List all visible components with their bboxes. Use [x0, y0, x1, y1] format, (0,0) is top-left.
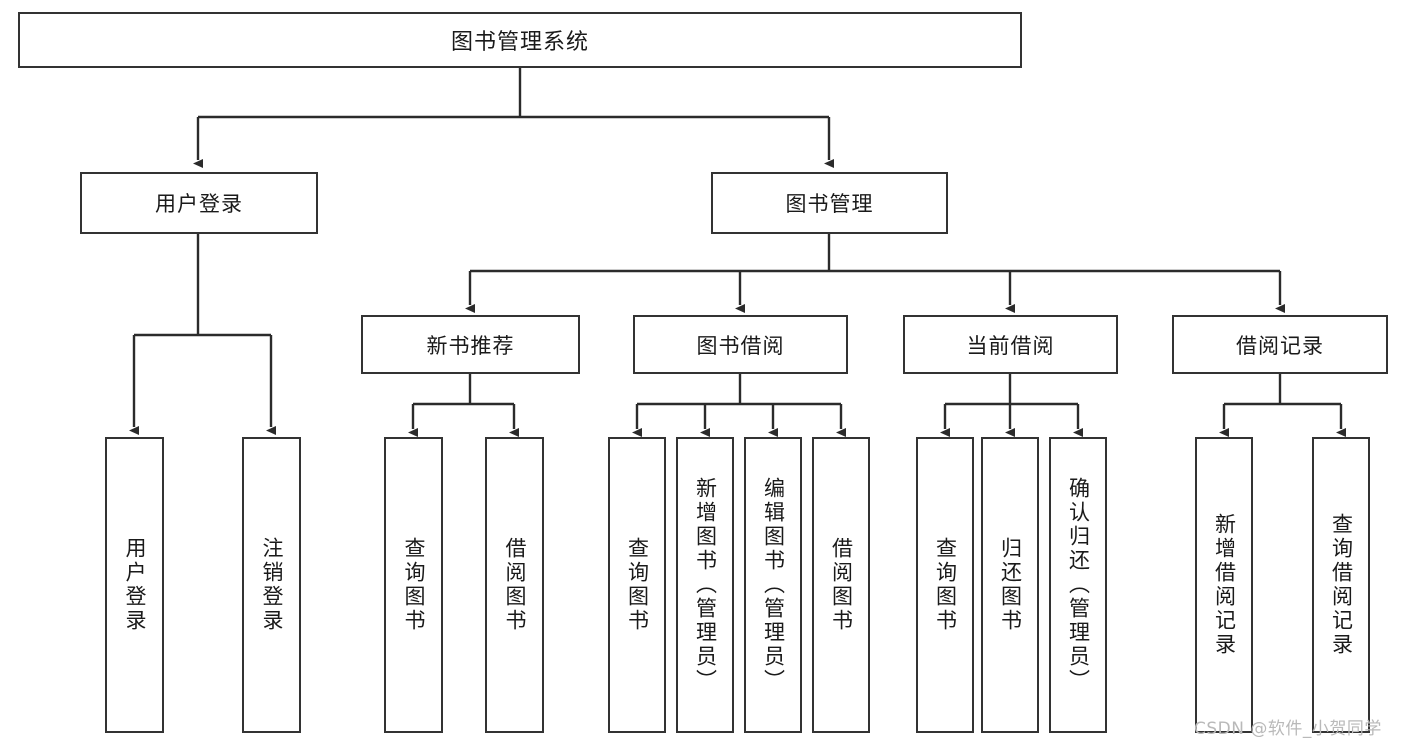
leaf-book-borrow-add-book-admin[interactable]: 新增图书（管理员）	[676, 437, 734, 733]
leaf-user-login-login[interactable]: 用户登录	[105, 437, 164, 733]
leaf-new-book-query-book[interactable]: 查询图书	[384, 437, 443, 733]
csdn-watermark: CSDN @软件_小贺同学	[1194, 719, 1382, 739]
node-current-borrow[interactable]: 当前借阅	[903, 315, 1118, 374]
node-root-book-management-system[interactable]: 图书管理系统	[18, 12, 1022, 68]
leaf-new-book-borrow-book[interactable]: 借阅图书	[485, 437, 544, 733]
node-book-management[interactable]: 图书管理	[711, 172, 948, 234]
leaf-current-borrow-confirm-return-admin[interactable]: 确认归还（管理员）	[1049, 437, 1107, 733]
leaf-current-borrow-query-book[interactable]: 查询图书	[916, 437, 974, 733]
leaf-user-login-logout[interactable]: 注销登录	[242, 437, 301, 733]
leaf-book-borrow-query-book[interactable]: 查询图书	[608, 437, 666, 733]
node-user-login[interactable]: 用户登录	[80, 172, 318, 234]
leaf-borrow-record-query-record[interactable]: 查询借阅记录	[1312, 437, 1370, 733]
leaf-current-borrow-return-book[interactable]: 归还图书	[981, 437, 1039, 733]
leaf-book-borrow-borrow-book[interactable]: 借阅图书	[812, 437, 870, 733]
node-new-book-recommend[interactable]: 新书推荐	[361, 315, 580, 374]
leaf-borrow-record-add-record[interactable]: 新增借阅记录	[1195, 437, 1253, 733]
node-book-borrow[interactable]: 图书借阅	[633, 315, 848, 374]
node-borrow-record[interactable]: 借阅记录	[1172, 315, 1388, 374]
leaf-book-borrow-edit-book-admin[interactable]: 编辑图书（管理员）	[744, 437, 802, 733]
